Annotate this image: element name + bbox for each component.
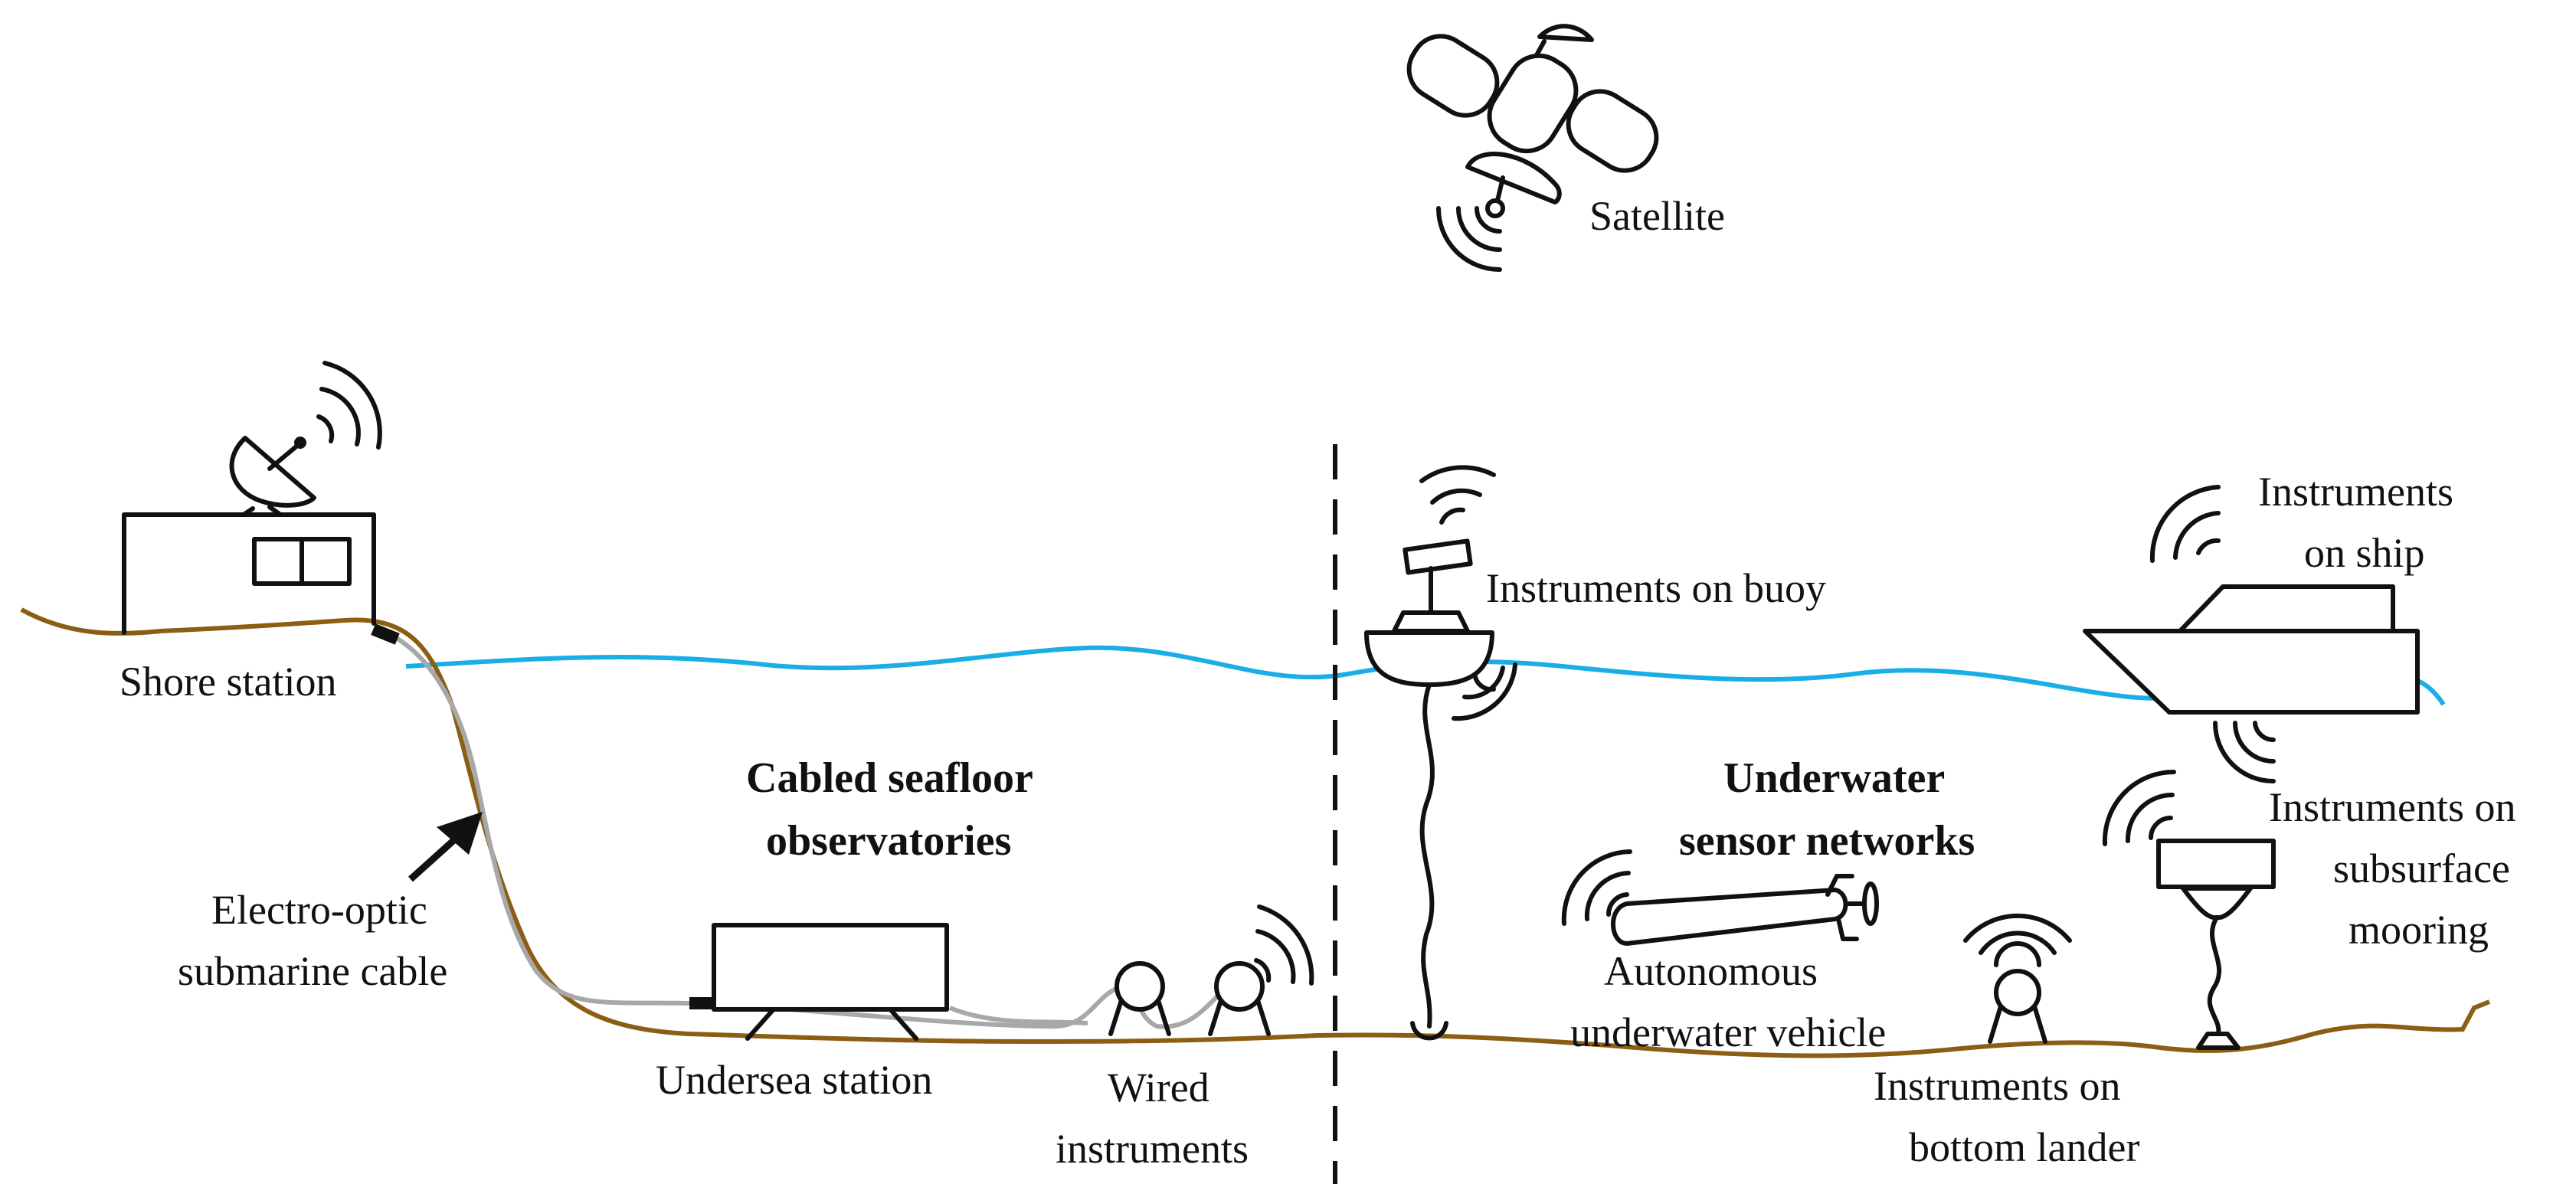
ship-icon [2083, 584, 2420, 715]
mooring-label-line3: mooring [2349, 907, 2489, 953]
shore-station-label: Shore station [119, 659, 336, 705]
wireless-signal-icon [1452, 662, 1517, 721]
satellite-icon [1406, 24, 1659, 218]
cabled-observatories-title-line2: observatories [766, 817, 1011, 865]
ship-label-line1: Instruments [2258, 469, 2453, 515]
satellite-label: Satellite [1589, 193, 1725, 239]
wired-instruments-label-line2: instruments [1056, 1126, 1249, 1172]
mooring-icon [2156, 839, 2276, 1050]
satellite-dish-icon [229, 436, 316, 517]
anchor-icon [1410, 1021, 1448, 1041]
undersea-station-label: Undersea station [656, 1057, 932, 1103]
wireless-signal-icon [2213, 721, 2276, 783]
cable-label-line2: submarine cable [178, 948, 447, 994]
electro-optic-cable [381, 629, 1258, 1029]
cable-label-line1: Electro-optic [211, 887, 427, 933]
wired-instrument-icon [1208, 961, 1271, 1036]
wireless-signal-icon [2149, 485, 2221, 563]
cable-branch [948, 1006, 1088, 1025]
seafloor-line [20, 607, 2491, 1058]
arrow-icon [408, 812, 483, 882]
lander-label-line1: Instruments on [1874, 1063, 2120, 1109]
buoy-label: Instruments on buoy [1486, 565, 1826, 611]
wireless-signal-icon [316, 361, 382, 450]
buoy-icon [1364, 538, 1494, 687]
wireless-signal-icon [1436, 206, 1502, 272]
auv-label-line1: Autonomous [1604, 948, 1818, 994]
lander-icon [1988, 969, 2047, 1044]
mooring-label-line2: subsurface [2333, 845, 2510, 891]
lander-label-line2: bottom lander [1909, 1124, 2139, 1170]
undersea-station-icon [689, 923, 949, 1041]
mooring-label-line1: Instruments on [2269, 784, 2515, 830]
wireless-signal-icon [1963, 913, 2072, 967]
auv-icon [1611, 874, 1879, 946]
wireless-signal-icon [1254, 904, 1314, 986]
auv-label-line2: underwater vehicle [1570, 1009, 1886, 1055]
wired-instrument-icon [1108, 961, 1171, 1036]
wireless-signal-icon [1419, 465, 1496, 525]
usn-title-line2: sensor networks [1679, 817, 1975, 865]
cabled-observatories-title-line1: Cabled seafloor [746, 754, 1033, 802]
wireless-signal-icon [2102, 769, 2176, 846]
wired-instruments-label-line1: Wired [1108, 1065, 1209, 1110]
mooring-rope [1419, 682, 1435, 1029]
wireless-signal-icon [1561, 849, 1632, 926]
ship-label-line2: on ship [2304, 530, 2425, 576]
usn-title-line1: Underwater [1723, 754, 1945, 802]
